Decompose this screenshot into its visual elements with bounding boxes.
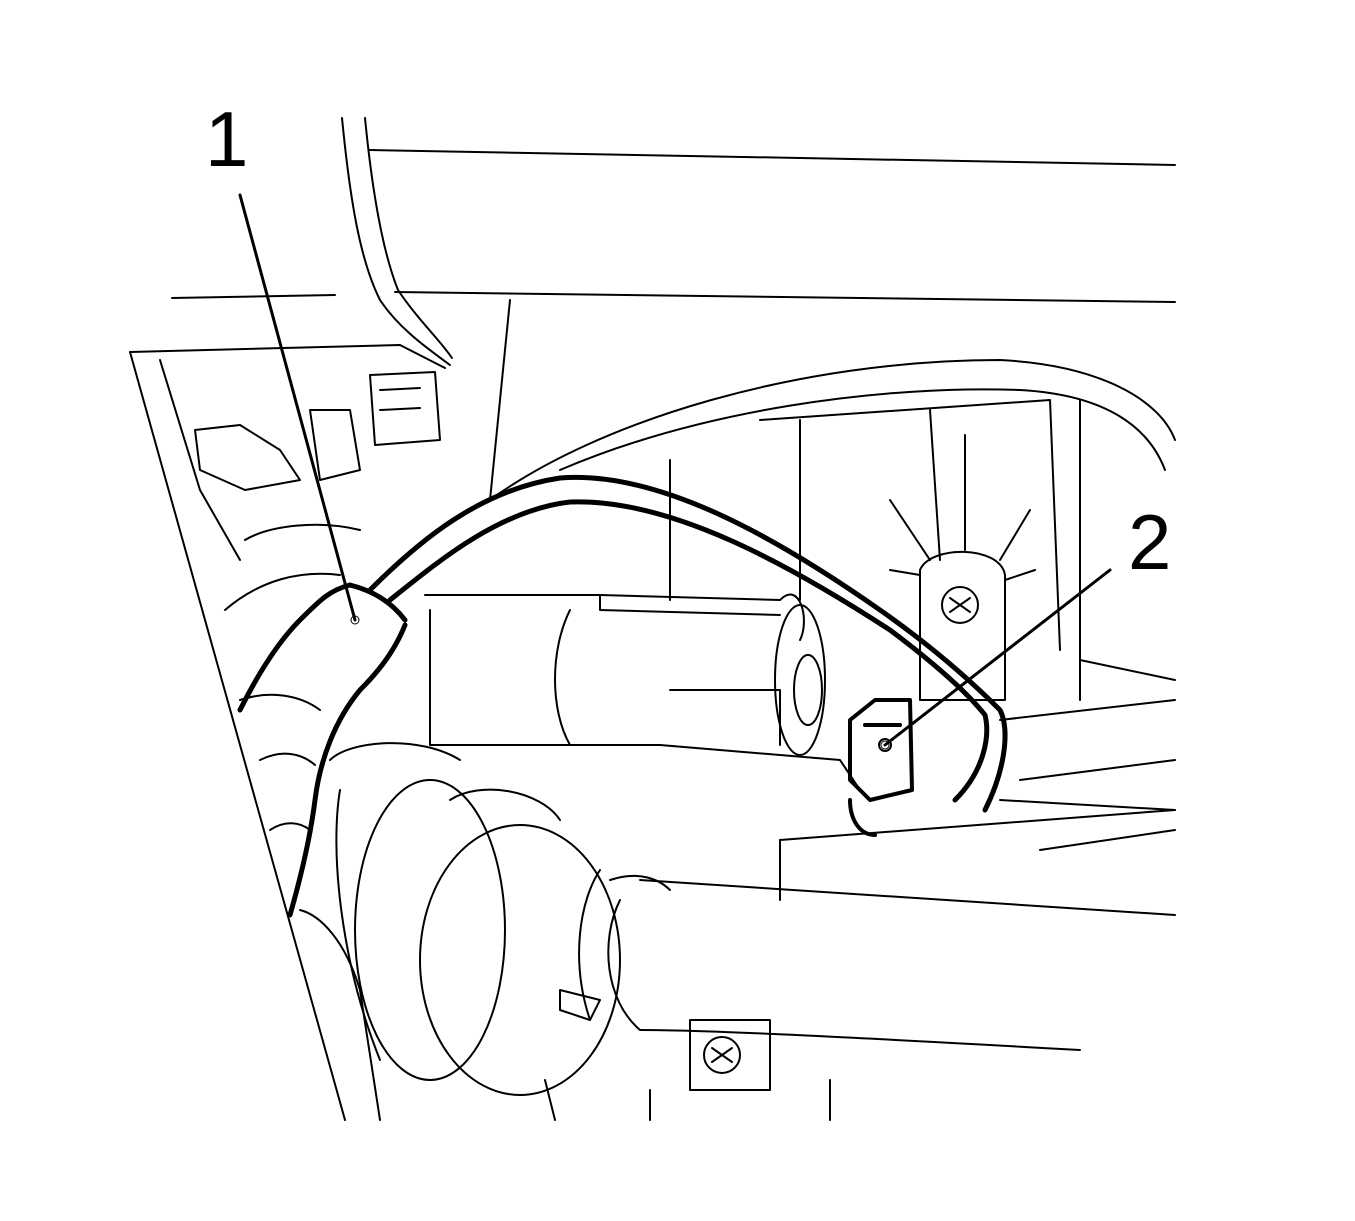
drive-shaft bbox=[329, 742, 1176, 1096]
leader-lines bbox=[238, 193, 1112, 747]
actuator-body bbox=[424, 593, 826, 756]
leader-line-1 bbox=[238, 193, 357, 622]
lower-bolt bbox=[544, 1019, 831, 1121]
sensor-connector bbox=[848, 698, 914, 837]
right-side-detail bbox=[999, 659, 1176, 851]
callout-2: 2 bbox=[1128, 498, 1172, 586]
callout-1: 1 bbox=[205, 95, 249, 183]
tank-outline bbox=[489, 359, 1176, 701]
upper-panel-lines bbox=[129, 117, 1176, 369]
left-frame bbox=[129, 299, 511, 1121]
sensor-cable bbox=[367, 474, 1008, 813]
leader-dot-2 bbox=[880, 740, 890, 750]
mounting-bracket bbox=[889, 434, 1036, 701]
wiring-harness bbox=[237, 582, 408, 918]
leader-line-2 bbox=[883, 568, 1112, 747]
leader-dot-1 bbox=[350, 615, 360, 625]
